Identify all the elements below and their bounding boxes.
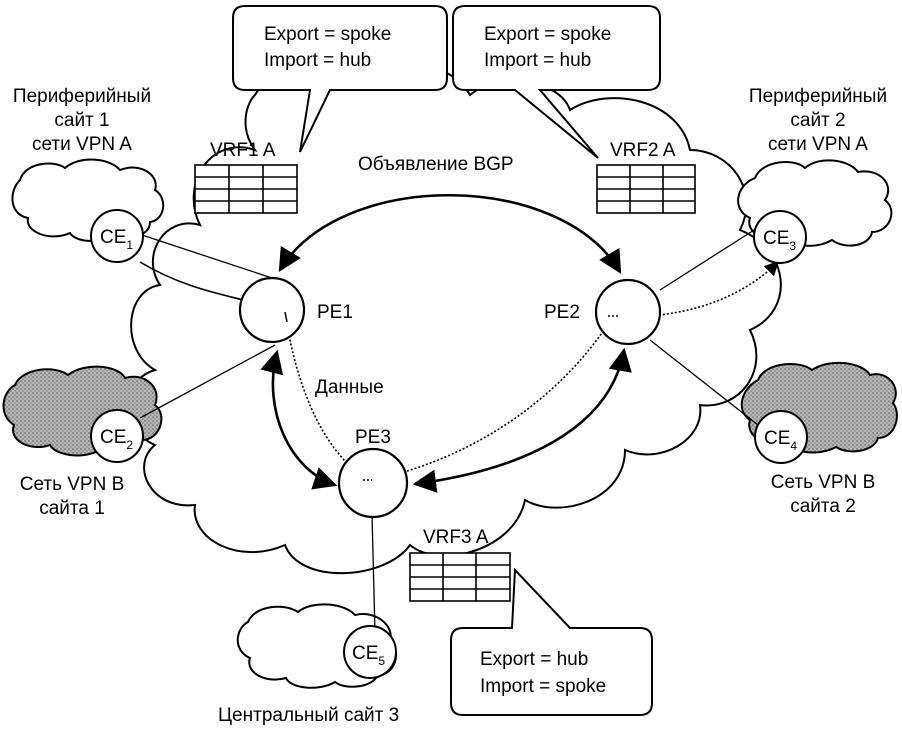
vrf2-callout-bubble [452,5,661,159]
pe1-router[interactable] [238,276,306,344]
site2-label-line3: сети VPN A [768,134,868,155]
access-links [139,224,763,633]
data-path [139,260,780,481]
vrf2-table [596,164,696,214]
data-label: Данные [315,377,384,398]
ce5-label: CE5 [352,643,385,668]
vrf2-label: VRF2 A [610,140,676,161]
vrf3-label: VRF3 A [423,527,489,548]
vrf3-import-text: Import = spoke [480,676,606,697]
site1-label-line3: сети VPN A [32,134,132,155]
pe1-pe3-arrow [260,349,338,490]
vrf2-export-text: Export = spoke [484,24,611,45]
site2-label-line2: сайт 2 [790,110,845,131]
ce3-label: CE3 [763,228,796,253]
pe1-label: PE1 [317,302,353,323]
provider-network-cloud [127,63,782,575]
vrf1-export-text: Export = spoke [264,24,391,45]
pe3-router[interactable] [337,447,409,519]
pe3-pe2-arrow [412,347,632,493]
ce4-router[interactable] [754,410,808,464]
ce4-label: CE4 [764,428,797,453]
bgp-advertisement-arrow [278,193,622,275]
ce2-label: CE2 [100,427,133,452]
vpnb1-label-line1: Сеть VPN B [20,474,125,495]
ce2-router[interactable] [90,409,144,463]
ce5-router[interactable] [343,625,397,679]
ce1-label: CE1 [100,227,133,252]
vrf2-import-text: Import = hub [484,50,591,71]
vrf3-callout-bubble [450,567,653,716]
vpnb2-label-line1: Сеть VPN B [771,472,876,493]
pe3-label: PE3 [355,427,391,448]
vpnb2-label-line2: сайта 2 [790,496,856,517]
site1-label-line1: Периферийный [13,86,151,107]
vpnb1-label-line2: сайта 1 [39,498,105,519]
site1-label-line2: сайт 1 [54,110,109,131]
pe2-label: PE2 [544,302,580,323]
vrf1-table [194,164,298,214]
bgp-label: Объявление BGP [358,154,514,175]
vrf1-callout-bubble [232,5,448,153]
ce3-router[interactable] [753,210,807,264]
central-site-label: Центральный сайт 3 [218,705,399,726]
vrf3-table [409,552,511,602]
ce1-router[interactable] [90,209,144,263]
site2-label-line1: Периферийный [749,86,887,107]
vrf1-import-text: Import = hub [264,50,371,71]
vrf3-export-text: Export = hub [480,649,588,670]
vrf1-label: VRF1 A [210,140,276,161]
pe2-router[interactable] [594,278,662,346]
